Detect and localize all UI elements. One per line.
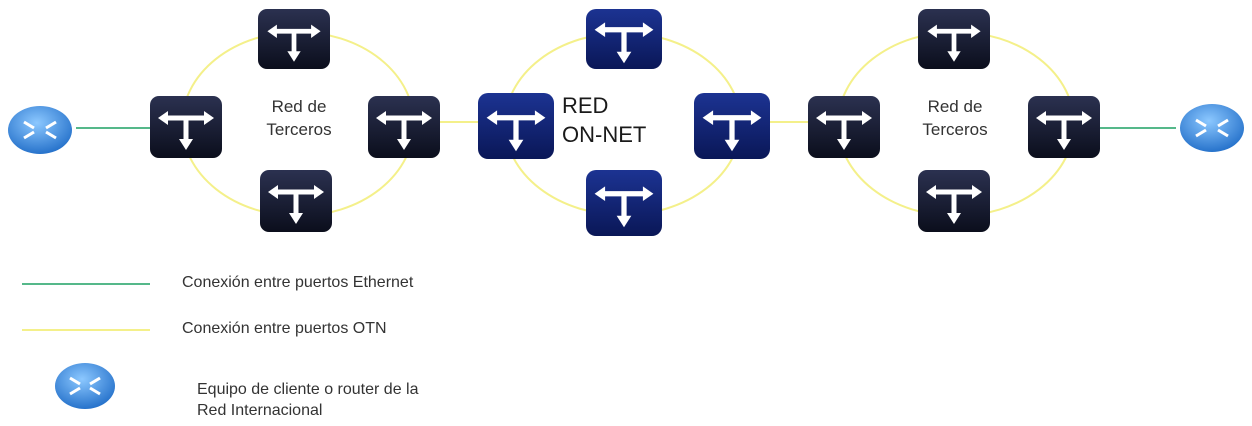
router-right [1180,104,1244,152]
switch-center-west [478,93,554,159]
router-left [8,106,72,154]
switch-left-top [258,9,330,69]
ring-right-label: Red de Terceros [908,96,1002,142]
legend-router-label: Equipo de cliente o router de la Red Int… [197,380,418,422]
switch-left-east [368,96,440,158]
legend-router-label-line1: Equipo de cliente o router de la [197,381,419,398]
legend-router-label-line2: Red Internacional [197,401,323,419]
switch-center-top [586,9,662,69]
ring-left-label: Red de Terceros [252,96,346,142]
ring-right-label-line1: Red de [927,97,983,116]
switch-left-west [150,96,222,158]
router-icon [1195,118,1229,138]
switch-left-bottom [260,170,332,232]
legend-router-swatch [55,363,115,409]
ring-center-label-line2: ON-NET [562,121,647,147]
legend-otn-label: Conexión entre puertos OTN [182,320,387,337]
switch-right-bottom [918,170,990,232]
router-icon [69,376,101,396]
ring-right-label-line2: Terceros [922,119,988,139]
switch-right-west [808,96,880,158]
ring-center-label-line1: RED [562,93,609,118]
switch-right-east [1028,96,1100,158]
switch-right-top [918,9,990,69]
ring-left-label-line2: Terceros [266,119,332,139]
ring-left-label-line1: Red de [271,97,327,116]
ring-center-label: RED ON-NET [562,92,682,149]
legend-ethernet-label: Conexión entre puertos Ethernet [182,274,414,291]
switch-center-bottom [586,170,662,236]
switch-center-east [694,93,770,159]
router-icon [23,120,57,140]
